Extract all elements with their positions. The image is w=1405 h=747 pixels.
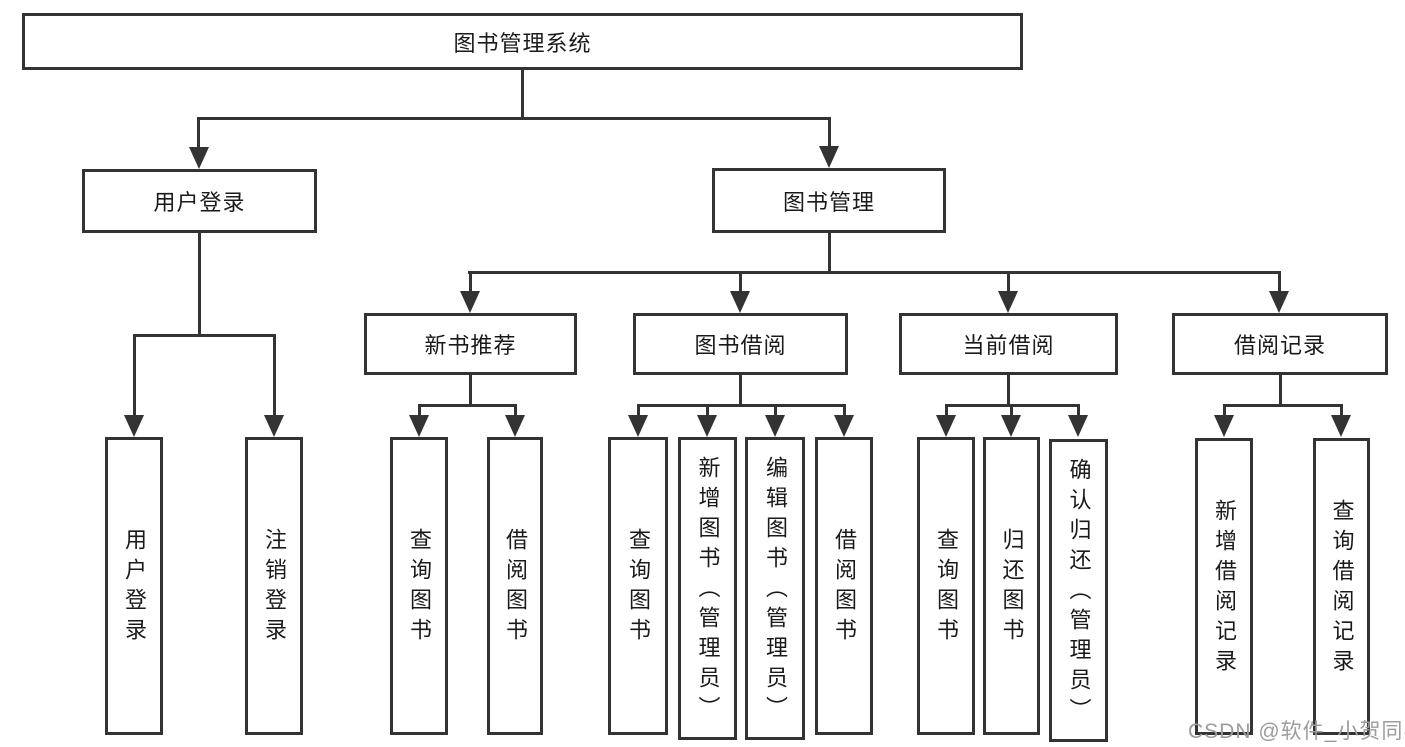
node-root: 图书管理系统 — [22, 13, 1023, 70]
connector-drop-br-query — [1340, 404, 1343, 415]
arrowhead-book-mgmt — [819, 146, 839, 168]
connector-drop-bb-borrow — [843, 404, 846, 415]
connector-drop-bb-edit — [774, 404, 777, 415]
connector-drop-leaf-user-login — [133, 334, 136, 415]
connector-bookborrow-branch — [637, 404, 845, 407]
connector-currentborrow-stem — [1007, 375, 1010, 406]
leaf-newbook-query-books: 查询图书 — [390, 437, 448, 735]
node-user-login: 用户登录 — [82, 169, 317, 233]
csdn-watermark: CSDN @软件_小贺同学 — [1188, 720, 1405, 743]
leaf-logout: 注销登录 — [245, 437, 303, 735]
arrowhead-bb-add — [697, 415, 717, 437]
node-borrow-records: 借阅记录 — [1172, 313, 1388, 375]
node-book-borrow: 图书借阅 — [633, 313, 848, 375]
leaf-borrow-add-books-admin: 新增图书（管理员） — [678, 437, 737, 740]
connector-drop-cb-return — [1010, 404, 1013, 415]
connector-drop-leaf-logout — [273, 334, 276, 415]
leaf-records-add-record: 新增借阅记录 — [1195, 438, 1253, 735]
connector-root-branch — [197, 117, 831, 120]
arrowhead-br-add — [1214, 415, 1234, 437]
arrowhead-nb-query — [409, 415, 429, 437]
leaf-borrow-query-books: 查询图书 — [608, 437, 668, 735]
arrowhead-user-login — [189, 147, 209, 169]
connector-drop-nb-query — [418, 404, 421, 415]
arrowhead-new-book — [460, 291, 480, 313]
connector-drop-cb-query — [945, 404, 948, 415]
arrowhead-br-query — [1331, 415, 1351, 437]
leaf-borrow-edit-books-admin: 编辑图书（管理员） — [745, 437, 805, 740]
arrowhead-nb-borrow — [505, 415, 525, 437]
arrowhead-bb-borrow — [834, 415, 854, 437]
leaf-current-return-books: 归还图书 — [983, 437, 1040, 735]
leaf-current-query-books: 查询图书 — [917, 437, 975, 735]
connector-drop-book-borrow — [739, 271, 742, 291]
connector-bookborrow-stem — [739, 375, 742, 406]
leaf-newbook-borrow-books: 借阅图书 — [487, 437, 543, 735]
connector-borrowrecord-stem — [1279, 375, 1282, 406]
connector-drop-br-add — [1223, 404, 1226, 415]
arrowhead-cb-query — [936, 415, 956, 437]
connector-drop-nb-borrow — [514, 404, 517, 415]
connector-drop-book-mgmt — [828, 117, 831, 146]
arrowhead-bb-query — [628, 415, 648, 437]
connector-borrowrecord-branch — [1223, 404, 1343, 407]
connector-drop-borrow-record — [1278, 271, 1281, 291]
connector-newbook-stem — [469, 375, 472, 406]
connector-bookmgmt-branch — [468, 271, 1278, 274]
connector-drop-bb-query — [637, 404, 640, 415]
node-current-borrow: 当前借阅 — [899, 313, 1118, 375]
arrowhead-leaf-logout — [264, 415, 284, 437]
arrowhead-cb-return — [1001, 415, 1021, 437]
leaf-borrow-borrow-books: 借阅图书 — [815, 437, 873, 735]
connector-drop-new-book — [469, 271, 472, 291]
connector-drop-cb-confirm — [1077, 404, 1080, 415]
connector-bookmgmt-stem — [828, 233, 831, 272]
leaf-current-confirm-return-admin: 确认归还（管理员） — [1049, 439, 1108, 742]
connector-root-stem — [521, 70, 524, 117]
arrowhead-leaf-user-login — [124, 415, 144, 437]
connector-drop-user-login — [197, 117, 200, 147]
leaf-records-query-record: 查询借阅记录 — [1313, 438, 1370, 735]
connector-userlogin-stem — [198, 233, 201, 336]
node-new-book-recommend: 新书推荐 — [364, 313, 577, 375]
arrowhead-borrow-record — [1269, 291, 1289, 313]
connector-userlogin-branch — [133, 334, 276, 337]
arrowhead-current-borrow — [998, 291, 1018, 313]
arrowhead-bb-edit — [765, 415, 785, 437]
connector-drop-bb-add — [706, 404, 709, 415]
connector-drop-current-borrow — [1007, 271, 1010, 291]
connector-newbook-branch — [418, 404, 517, 407]
arrowhead-cb-confirm — [1068, 415, 1088, 437]
arrowhead-book-borrow — [730, 291, 750, 313]
node-book-management: 图书管理 — [712, 168, 946, 233]
leaf-user-login: 用户登录 — [105, 437, 163, 735]
